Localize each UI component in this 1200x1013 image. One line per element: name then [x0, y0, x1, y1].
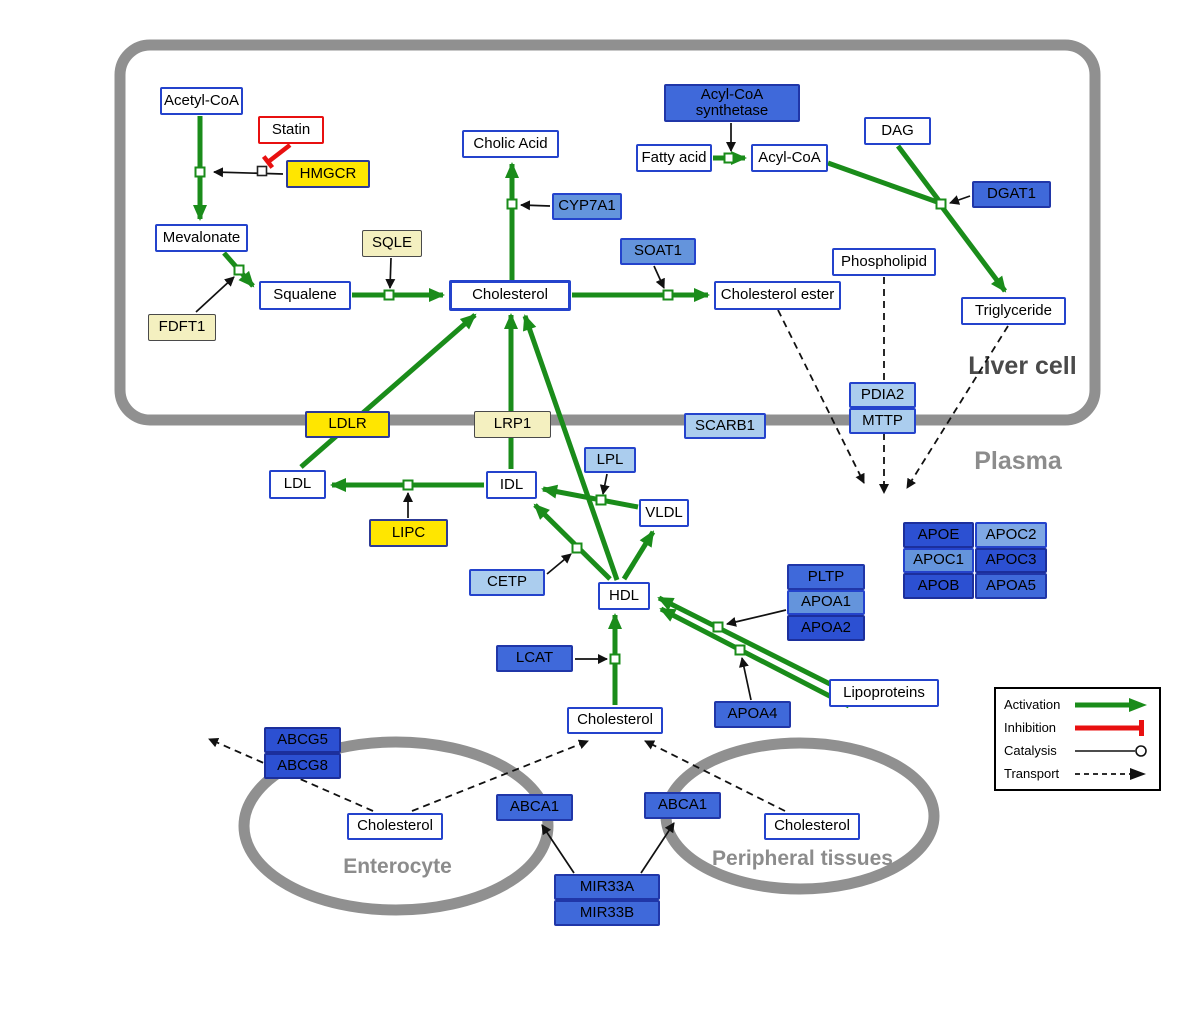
node-cyp7a1[interactable]: CYP7A1 [552, 193, 622, 220]
node-acyl-coa[interactable]: Acyl-CoA [751, 144, 828, 172]
peripheral-tissues-label: Peripheral tissues [712, 847, 893, 870]
node-lipc[interactable]: LIPC [369, 519, 448, 547]
legend-row-catalysis: Catalysis [1004, 741, 1151, 761]
liver-cell-membrane [114, 39, 1101, 426]
node-mttp[interactable]: MTTP [849, 408, 916, 434]
node-mir33b[interactable]: MIR33B [554, 900, 660, 926]
node-cholesterol-enterocyte[interactable]: Cholesterol [347, 813, 443, 840]
node-phospholipid[interactable]: Phospholipid [832, 248, 936, 276]
node-pltp[interactable]: PLTP [787, 564, 865, 590]
enterocyte-label: Enterocyte [343, 855, 452, 878]
activation-arrow-icon [1075, 697, 1147, 712]
node-triglyceride[interactable]: Triglyceride [961, 297, 1066, 325]
node-abcg8[interactable]: ABCG8 [264, 753, 341, 779]
node-apoc3[interactable]: APOC3 [975, 548, 1047, 573]
node-lcat[interactable]: LCAT [496, 645, 573, 672]
node-lpl[interactable]: LPL [584, 447, 636, 473]
node-lrp1[interactable]: LRP1 [474, 411, 551, 438]
node-lipoproteins[interactable]: Lipoproteins [829, 679, 939, 707]
catalysis-port [256, 165, 268, 177]
plasma-label: Plasma [974, 447, 1062, 475]
node-abca1-right[interactable]: ABCA1 [644, 792, 721, 819]
node-acetyl-coa[interactable]: Acetyl-CoA [160, 87, 243, 115]
node-apoa2[interactable]: APOA2 [787, 615, 865, 641]
node-apoc2[interactable]: APOC2 [975, 522, 1047, 548]
node-cetp[interactable]: CETP [469, 569, 545, 596]
node-abcg5[interactable]: ABCG5 [264, 727, 341, 753]
legend-inhibition-label: Inhibition [1004, 720, 1057, 735]
node-dgat1[interactable]: DGAT1 [972, 181, 1051, 208]
node-apob[interactable]: APOB [903, 573, 974, 599]
node-apoc1[interactable]: APOC1 [903, 548, 974, 573]
legend: Activation Inhibition Catalysis Transpor… [994, 687, 1161, 791]
legend-transport-label: Transport [1004, 766, 1060, 781]
legend-row-inhibition: Inhibition [1004, 718, 1151, 738]
node-vldl[interactable]: VLDL [639, 499, 689, 527]
node-mir33a[interactable]: MIR33A [554, 874, 660, 900]
node-cholesterol-plasma[interactable]: Cholesterol [567, 707, 663, 734]
node-soat1[interactable]: SOAT1 [620, 238, 696, 265]
node-cholesterol-ester[interactable]: Cholesterol ester [714, 281, 841, 310]
node-pdia2[interactable]: PDIA2 [849, 382, 916, 408]
node-ldl[interactable]: LDL [269, 470, 326, 499]
legend-row-transport: Transport [1004, 764, 1151, 784]
node-abca1-left[interactable]: ABCA1 [496, 794, 573, 821]
node-cholic-acid[interactable]: Cholic Acid [462, 130, 559, 158]
node-hmgcr[interactable]: HMGCR [286, 160, 370, 188]
node-cholesterol-liver[interactable]: Cholesterol [449, 280, 571, 311]
node-apoa4[interactable]: APOA4 [714, 701, 791, 728]
node-apoe[interactable]: APOE [903, 522, 974, 548]
node-idl[interactable]: IDL [486, 471, 537, 499]
node-acyl-coa-synthetase[interactable]: Acyl-CoA synthetase [664, 84, 800, 122]
node-hdl[interactable]: HDL [598, 582, 650, 610]
node-scarb1[interactable]: SCARB1 [684, 413, 766, 439]
legend-activation-label: Activation [1004, 697, 1061, 712]
node-dag[interactable]: DAG [864, 117, 931, 145]
catalysis-circle-icon [1075, 744, 1147, 757]
node-apoa5[interactable]: APOA5 [975, 573, 1047, 599]
transport-dashed-arrow-icon [1075, 767, 1146, 780]
node-ldlr[interactable]: LDLR [305, 411, 390, 438]
inhibition-tbar-icon [1075, 719, 1144, 736]
node-fatty-acid[interactable]: Fatty acid [636, 144, 712, 172]
legend-row-activation: Activation [1004, 695, 1151, 715]
node-statin[interactable]: Statin [258, 116, 324, 144]
node-sqle[interactable]: SQLE [362, 230, 422, 257]
liver-cell-label: Liver cell [968, 352, 1077, 380]
node-fdft1[interactable]: FDFT1 [148, 314, 216, 341]
legend-catalysis-label: Catalysis [1004, 743, 1057, 758]
node-squalene[interactable]: Squalene [259, 281, 351, 310]
node-apoa1[interactable]: APOA1 [787, 590, 865, 615]
node-cholesterol-peripheral[interactable]: Cholesterol [764, 813, 860, 840]
node-mevalonate[interactable]: Mevalonate [155, 224, 248, 252]
